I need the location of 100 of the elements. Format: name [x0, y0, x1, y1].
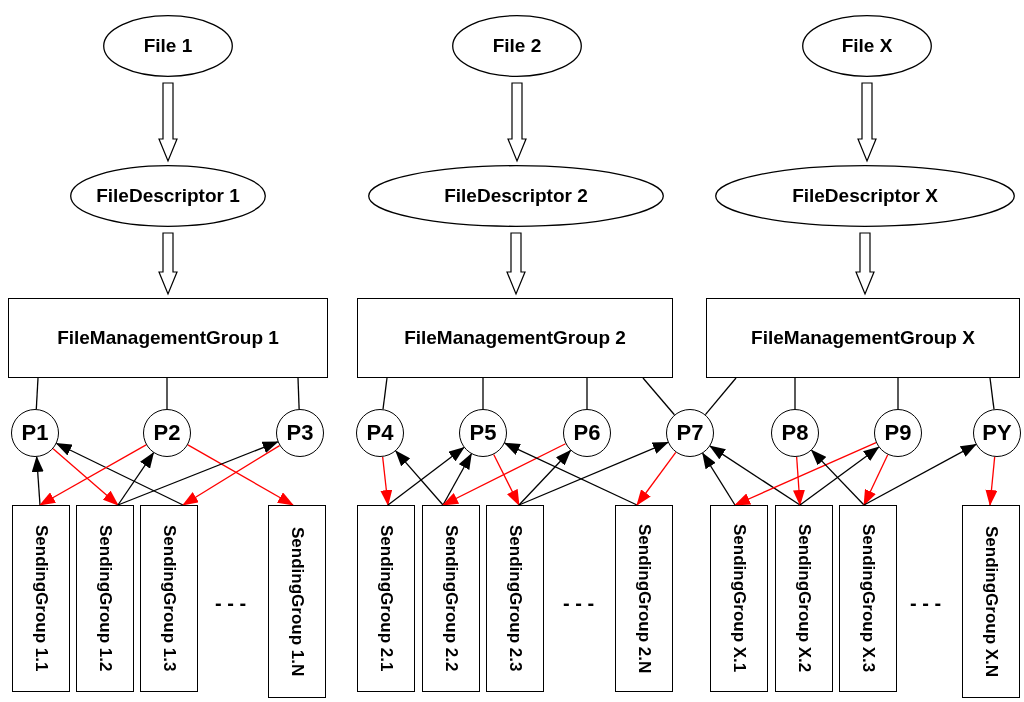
group-box [706, 298, 1020, 378]
node-label: FileDescriptor X [792, 185, 938, 207]
process-circle [771, 409, 819, 457]
arrow [182, 444, 281, 506]
node-label: P3 [286, 420, 314, 446]
process-circle [276, 409, 324, 457]
arrow [117, 441, 279, 506]
node-label: SendingGroup 2.3 [505, 525, 525, 672]
sending-group-box [839, 505, 897, 692]
sending-group-box [962, 505, 1020, 698]
arrow [187, 444, 294, 506]
arrow [702, 452, 736, 506]
process-circle [666, 409, 714, 457]
arrow [518, 449, 572, 506]
node-label: FileDescriptor 2 [444, 185, 588, 207]
sending-group-box [710, 505, 768, 692]
sending-group-box [615, 505, 673, 692]
process-circle [563, 409, 611, 457]
node-label: P2 [153, 420, 181, 446]
ellipse-node [452, 15, 582, 77]
node-label: FileManagementGroup X [751, 327, 975, 349]
sending-group-box [140, 505, 198, 692]
node-label: P6 [573, 420, 601, 446]
arrow [503, 442, 638, 506]
node-label: P7 [676, 420, 704, 446]
arrow [863, 443, 977, 506]
node-label: SendingGroup X.2 [794, 524, 814, 673]
ellipse-node [802, 15, 932, 77]
connector-line [482, 377, 484, 410]
node-label: SendingGroup 1.3 [159, 525, 179, 672]
arrow [52, 448, 119, 506]
sending-group-box [12, 505, 70, 692]
hollow-arrow [855, 232, 875, 296]
node-label: File X [841, 35, 893, 57]
node-label: P1 [21, 420, 49, 446]
node-label: FileManagementGroup 2 [404, 327, 626, 349]
process-circle [459, 409, 507, 457]
arrow [442, 443, 567, 506]
hollow-arrow [158, 82, 178, 163]
sending-group-box [422, 505, 480, 692]
connector-line [586, 377, 588, 410]
node-label: PY [982, 420, 1012, 446]
connector-line [297, 377, 300, 410]
arrow [799, 446, 880, 506]
arrow [39, 444, 147, 506]
sending-group-box [357, 505, 415, 692]
connector-line [989, 377, 995, 410]
node-label: FileDescriptor 1 [96, 185, 240, 207]
node-label: File 1 [143, 35, 193, 57]
node-label: SendingGroup X.N [981, 525, 1001, 678]
sending-group-box [268, 505, 326, 698]
node-label: SendingGroup 2.2 [441, 525, 461, 672]
process-circle [143, 409, 191, 457]
connector-line [794, 377, 796, 410]
arrow [55, 442, 184, 506]
ellipsis-text: - - - [563, 592, 595, 615]
node-label: P4 [366, 420, 394, 446]
ellipsis-text: - - - [910, 592, 942, 615]
connector-line [382, 377, 388, 410]
arrow [709, 445, 801, 506]
node-label: SendingGroup 2.1 [376, 525, 396, 672]
connector-line [704, 377, 737, 416]
process-circle [874, 409, 922, 457]
sending-group-box [486, 505, 544, 692]
node-label: SendingGroup 1.2 [95, 525, 115, 672]
arrow [395, 450, 444, 506]
process-circle [973, 409, 1021, 457]
node-label: P9 [884, 420, 912, 446]
ellipsis-text: - - - [215, 592, 247, 615]
sending-group-box [76, 505, 134, 692]
arrow [985, 456, 998, 506]
arrow [31, 455, 44, 506]
arrow [810, 449, 865, 506]
hollow-arrow [158, 232, 178, 296]
group-box [8, 298, 328, 378]
node-label: P5 [469, 420, 497, 446]
connector-line [166, 377, 168, 410]
ellipse-node [70, 165, 266, 227]
arrow [636, 451, 677, 506]
node-label: SendingGroup 1.1 [31, 525, 51, 672]
hollow-arrow [857, 82, 877, 163]
ellipse-node [368, 165, 664, 227]
node-label: SendingGroup 1.N [287, 526, 307, 677]
arrow [734, 442, 877, 506]
node-label: P8 [781, 420, 809, 446]
connector-line [35, 377, 39, 410]
node-label: SendingGroup X.3 [858, 524, 878, 673]
hollow-arrow [506, 232, 526, 296]
process-circle [356, 409, 404, 457]
sending-group-box [775, 505, 833, 692]
node-label: SendingGroup X.1 [729, 524, 749, 673]
node-label: FileManagementGroup 1 [57, 327, 279, 349]
connector-line [642, 377, 676, 416]
process-circle [11, 409, 59, 457]
arrow [493, 453, 520, 506]
arrow [380, 456, 393, 506]
arrow [117, 452, 155, 506]
arrow [793, 456, 805, 506]
hollow-arrow [507, 82, 527, 163]
arrow [442, 453, 472, 506]
